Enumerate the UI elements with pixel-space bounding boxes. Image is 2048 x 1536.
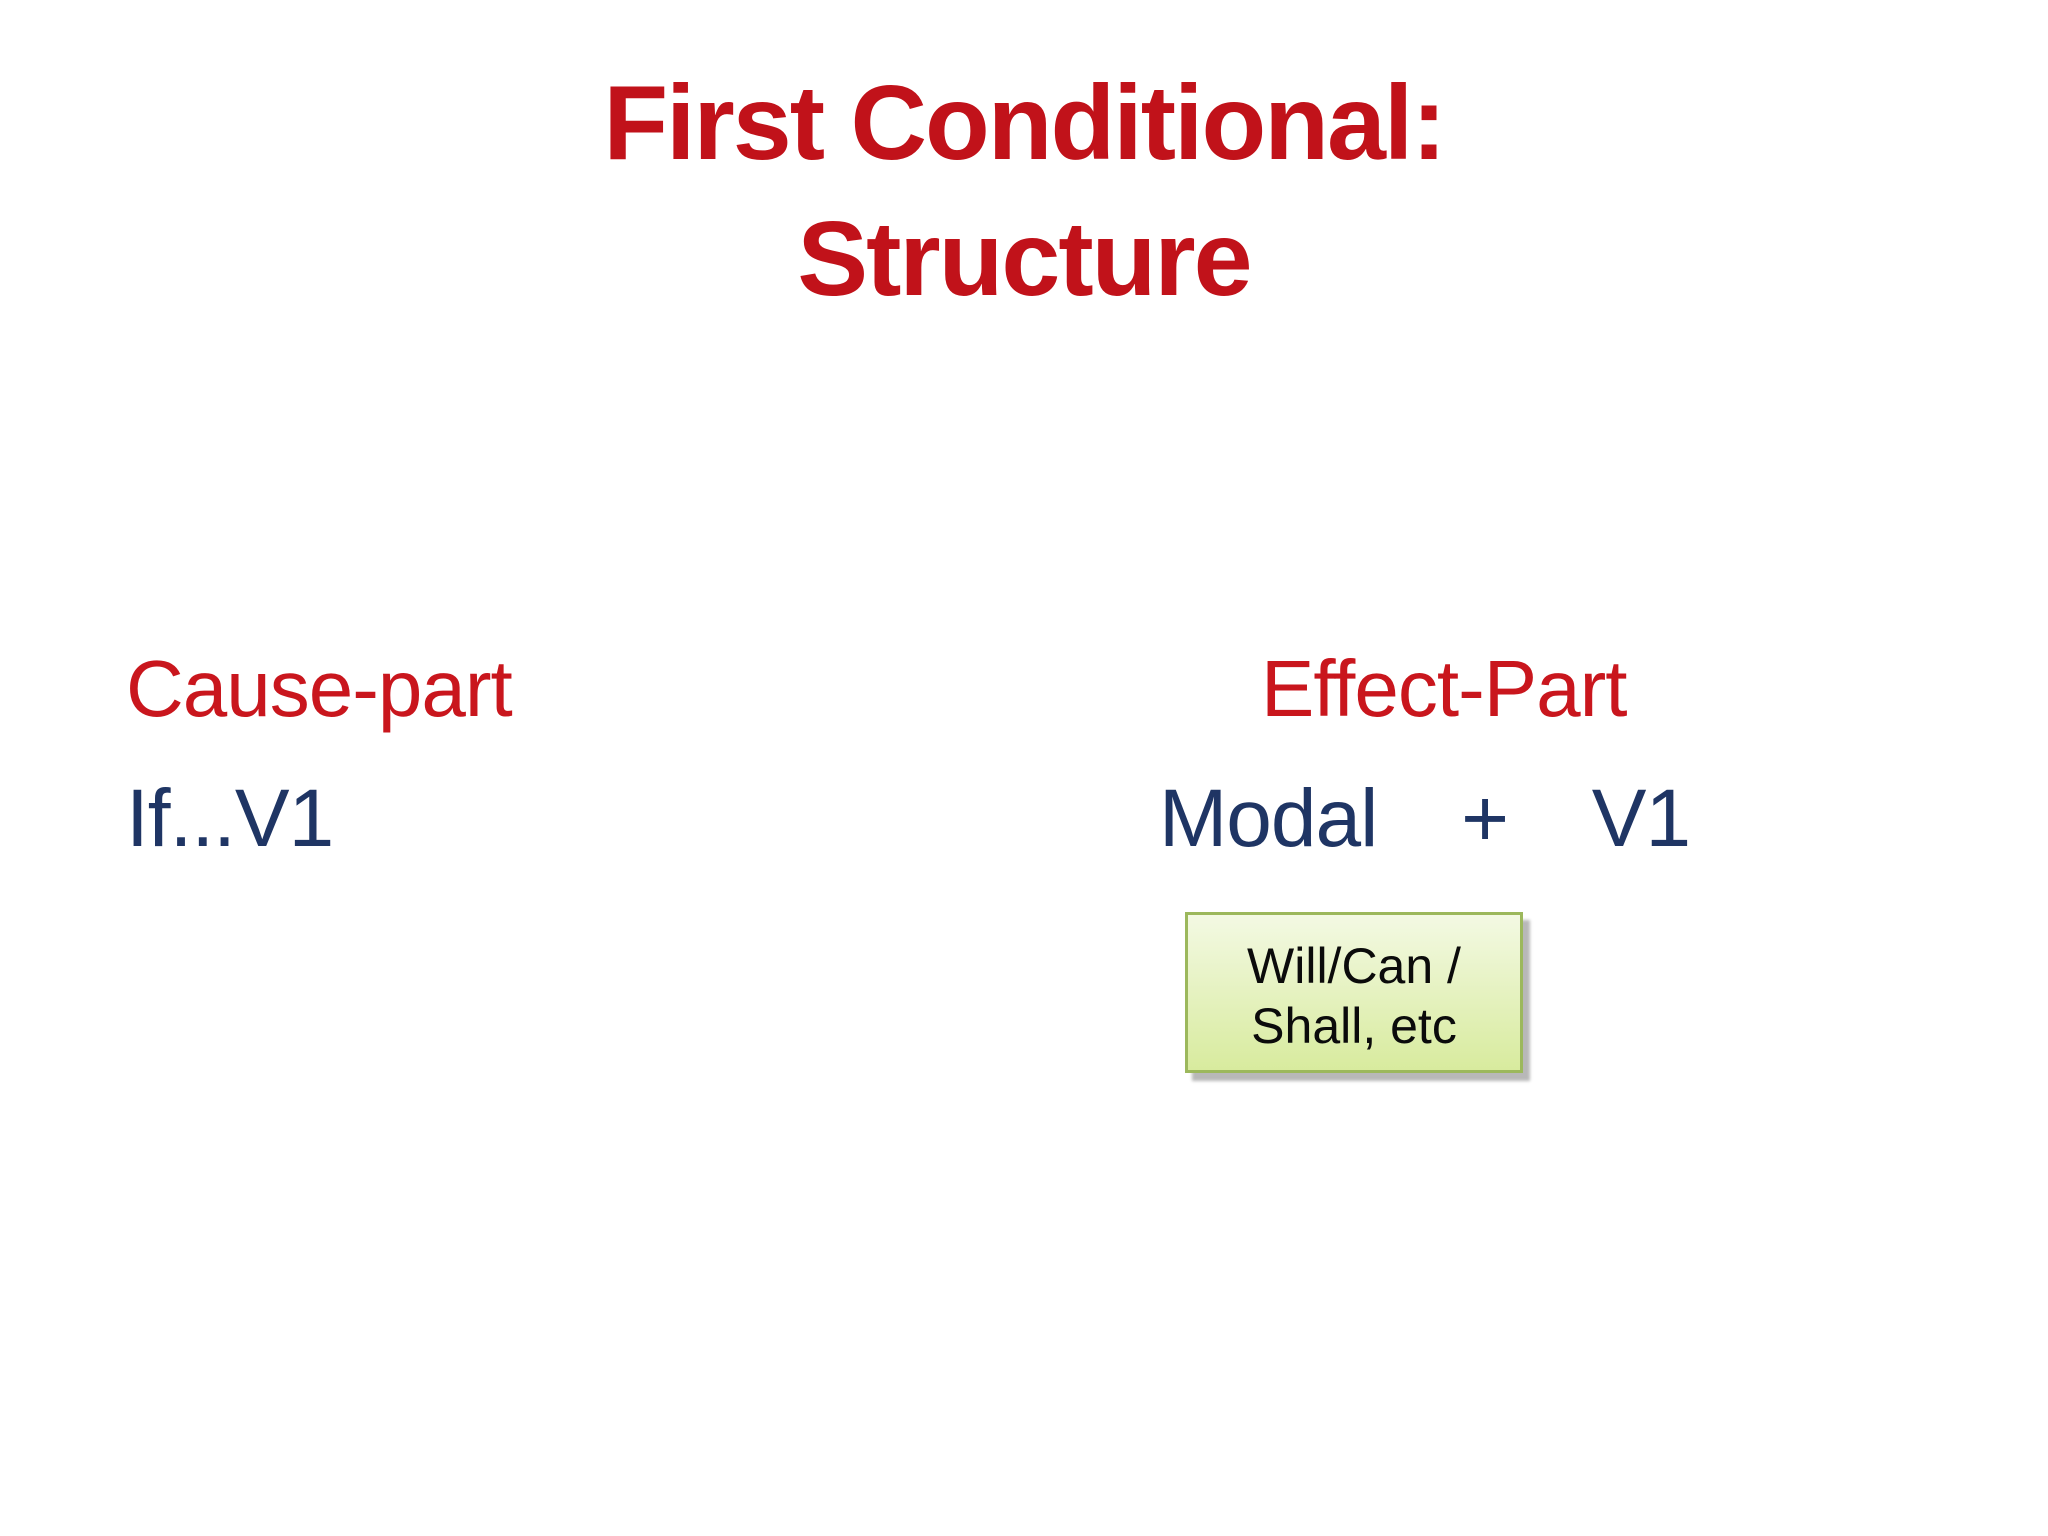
modal-examples-callout: Will/Can / Shall, etc <box>1185 912 1523 1073</box>
cause-part-heading: Cause-part <box>126 644 513 733</box>
cause-part-formula: If...V1 <box>126 773 334 864</box>
effect-part-heading: Effect-Part <box>1261 644 1627 733</box>
slide-title: First Conditional: Structure <box>0 56 2048 327</box>
slide-title-line-2: Structure <box>797 199 1252 318</box>
modal-examples-line-2: Shall, etc <box>1251 997 1457 1054</box>
modal-examples-line-1: Will/Can / <box>1247 937 1461 994</box>
effect-part-formula: Modal + V1 <box>1159 773 1691 864</box>
slide-title-line-1: First Conditional: <box>603 64 1446 182</box>
